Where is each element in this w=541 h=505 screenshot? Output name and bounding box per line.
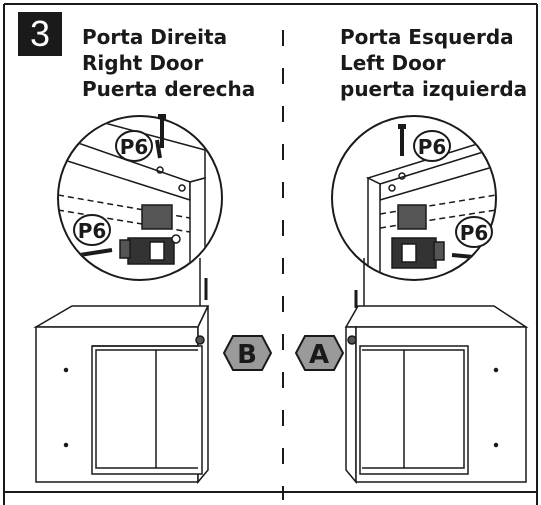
right-door-label-es: Puerta derecha bbox=[82, 77, 256, 101]
part-badge-b: B bbox=[222, 335, 273, 371]
svg-text:P6: P6 bbox=[78, 219, 107, 243]
right-door-label-en: Right Door bbox=[82, 51, 204, 75]
left-door-heading: Porta Esquerda Left Door puerta izquierd… bbox=[340, 24, 527, 102]
svg-text:A: A bbox=[309, 340, 329, 370]
svg-text:P6: P6 bbox=[120, 135, 149, 159]
left-door-label-es: puerta izquierda bbox=[340, 77, 528, 101]
screw-badge-top-left-door: P6 bbox=[413, 130, 451, 162]
svg-text:B: B bbox=[237, 340, 257, 370]
svg-text:P6: P6 bbox=[460, 221, 489, 245]
right-door-label-pt: Porta Direita bbox=[82, 25, 228, 49]
screw-badge-side-right-door: P6 bbox=[73, 214, 111, 246]
screw-badge-top-right-door: P6 bbox=[115, 130, 153, 162]
right-door-heading: Porta Direita Right Door Puerta derecha bbox=[82, 24, 255, 102]
part-badge-a: A bbox=[294, 335, 345, 371]
left-door-cabinet bbox=[344, 305, 529, 485]
left-door-detail-circle bbox=[331, 115, 497, 281]
step-number-badge: 3 bbox=[18, 12, 62, 56]
right-door-cabinet bbox=[33, 305, 210, 485]
left-door-label-en: Left Door bbox=[340, 51, 446, 75]
svg-text:P6: P6 bbox=[418, 135, 447, 159]
left-door-label-pt: Porta Esquerda bbox=[340, 25, 514, 49]
screw-badge-side-left-door: P6 bbox=[455, 216, 493, 248]
